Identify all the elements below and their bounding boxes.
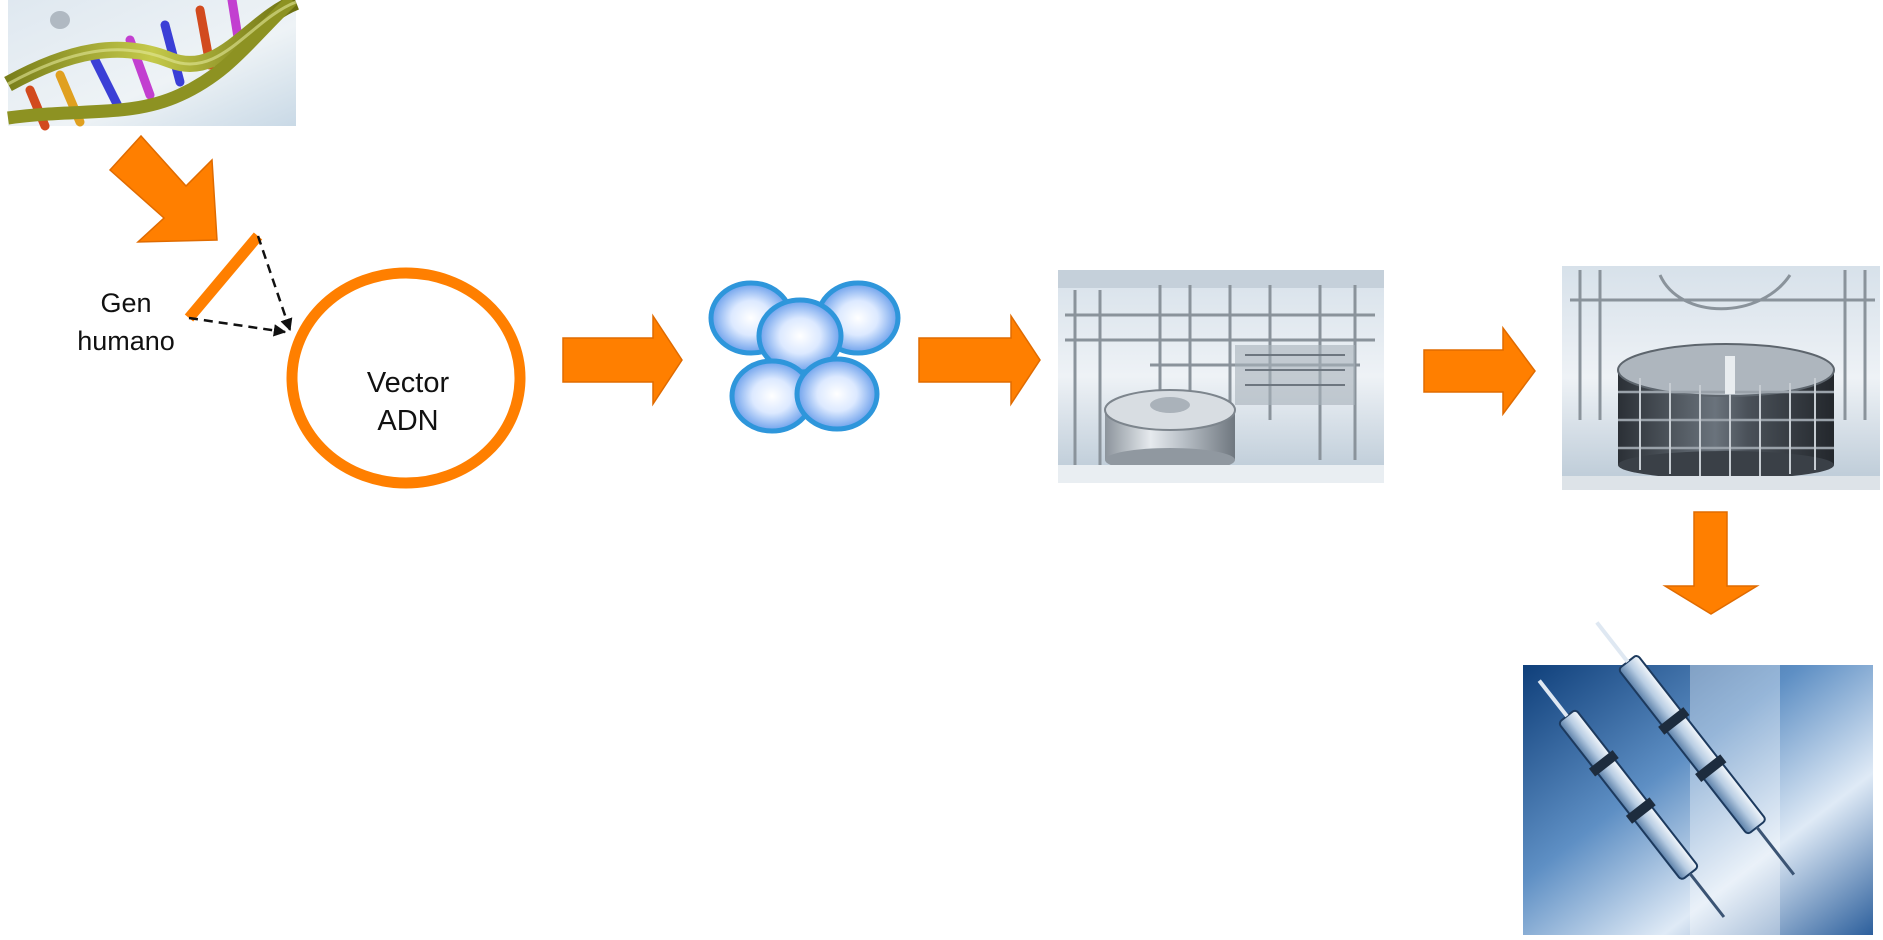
arrow-vector-to-cells: [562, 313, 683, 407]
syringes-image: [1523, 621, 1873, 935]
dna-image: [4, 0, 300, 131]
vector-dna-circle: [286, 267, 526, 489]
vector-label: Vector ADN: [348, 364, 468, 440]
vector-label-line2: ADN: [377, 405, 439, 437]
arrow-purification-to-syringes: [1662, 511, 1760, 615]
cells-cluster: [708, 280, 901, 434]
gene-label-line1: Gen: [100, 288, 152, 318]
insertion-lines: [188, 235, 293, 337]
arrow-bioreactor-to-purification: [1423, 325, 1536, 417]
bioreactor-image: [1058, 270, 1384, 483]
gene-label-line2: humano: [77, 326, 175, 356]
arrow-cells-to-bioreactor: [918, 313, 1041, 407]
gene-fragment: [184, 232, 263, 322]
arrow-dna-to-gene: [108, 134, 218, 243]
gene-label: Gen humano: [62, 284, 190, 360]
purification-image: [1562, 266, 1880, 490]
vector-label-line1: Vector: [366, 367, 450, 399]
